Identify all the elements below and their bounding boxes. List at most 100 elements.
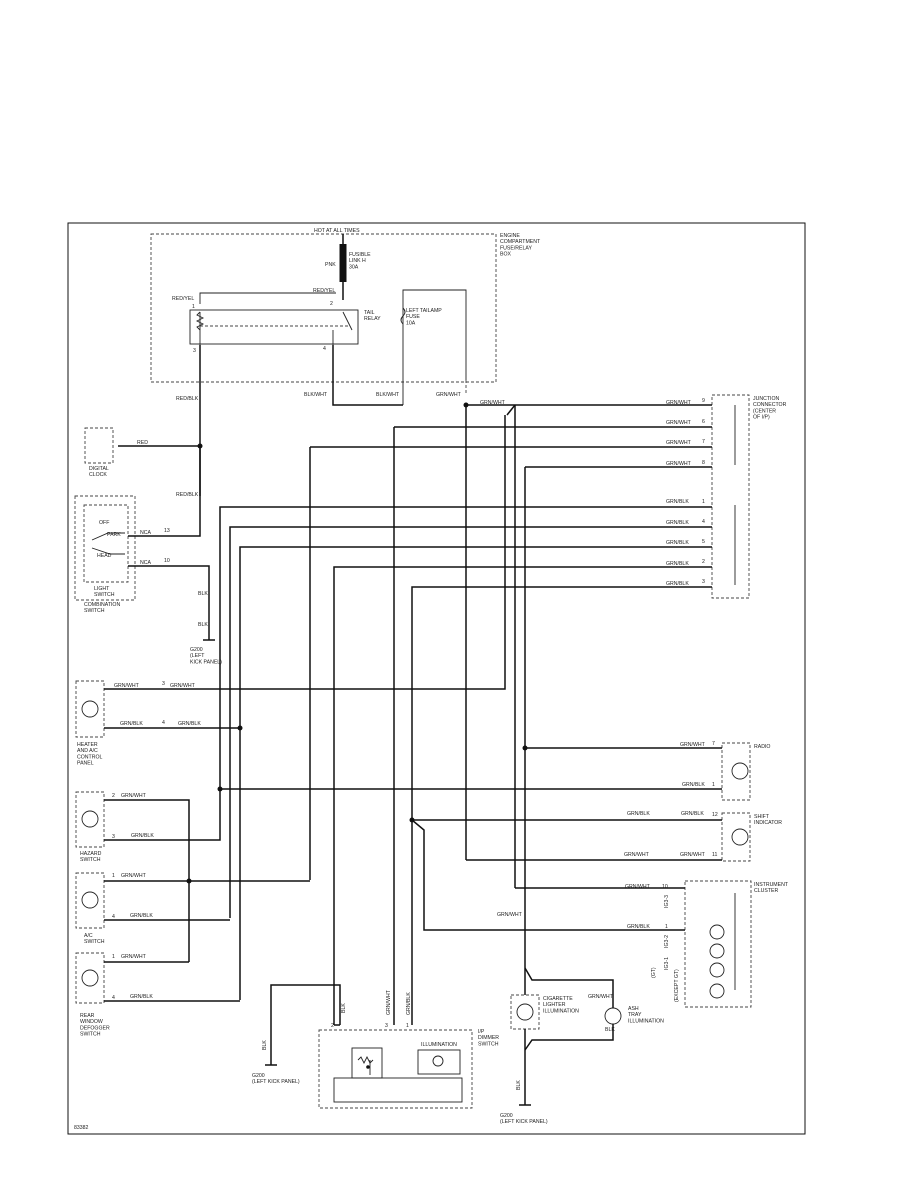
relay-pin-2: 2 <box>330 301 333 307</box>
hot-at-all-times-label: HOT AT ALL TIMES <box>314 228 360 234</box>
cluster-note-except-gt: (EXCEPT GT) <box>674 969 680 1002</box>
wire-label-jc-7: GRN/WHT <box>666 440 692 446</box>
ac-pin-4: 4 <box>112 914 115 920</box>
wire-label-shift-11b: GRN/WHT <box>680 852 706 858</box>
wire-label-shift-12b: GRN/BLK <box>681 811 704 817</box>
jc-top-wires: 9 6 7 8 GRN/WHT GRN/WHT GRN/WHT GRN/WHT … <box>436 392 705 467</box>
wire-label-jc-3: GRN/BLK <box>666 581 689 587</box>
jc-pin-5: 5 <box>702 539 705 545</box>
ground-g200-bottom-left: G200(LEFT KICK PANEL) <box>252 1073 300 1085</box>
hazard-pin-3: 3 <box>112 834 115 840</box>
dimmer-pin-1: 1 <box>406 1023 409 1029</box>
heater-pin-3: 3 <box>162 681 165 687</box>
wire-label-shift-12a: GRN/BLK <box>627 811 650 817</box>
fusible-link <box>339 244 347 282</box>
wire-label-blk-g200-left: BLK <box>262 1040 268 1050</box>
wire-label-cluster-10: GRN/WHT <box>625 884 651 890</box>
relay-pin-3: 3 <box>193 348 196 354</box>
shift-pin-12: 12 <box>712 812 718 818</box>
jc-bottom-wires: 1 4 5 2 3 GRN/BLK GRN/BLK GRN/BLK GRN/BL… <box>666 499 705 587</box>
illumination-label: ILLUMINATION <box>421 1042 457 1048</box>
jc-pin-7: 7 <box>702 439 705 445</box>
wire-label-red-yel-1: RED/YEL <box>172 296 194 302</box>
jc-pin-3: 3 <box>702 579 705 585</box>
wire-label-red-blk-1: RED/BLK <box>176 396 199 402</box>
ac-pin-1: 1 <box>112 873 115 879</box>
cluster-pin-1: 1 <box>665 924 668 930</box>
wire-label-jc-4: GRN/BLK <box>666 520 689 526</box>
wire-label-jc-1: GRN/BLK <box>666 499 689 505</box>
wire-label-shift-11a: GRN/WHT <box>624 852 650 858</box>
wire-label-ac-4: GRN/BLK <box>130 913 153 919</box>
wire-label-blk-1: BLK <box>198 591 208 597</box>
relay-pin-1: 1 <box>192 304 195 310</box>
wire-label-jc-6: GRN/WHT <box>666 420 692 426</box>
dimmer-pin-2: 2 <box>331 1023 334 1029</box>
jc-pin-1: 1 <box>702 499 705 505</box>
radio: RADIO 7 1 GRN/WHT GRN/BLK <box>680 741 770 801</box>
jc-pin-6: 6 <box>702 419 705 425</box>
wire-label-blk-wht-1: BLK/WHT <box>304 392 328 398</box>
light-switch-head: HEAD <box>97 553 112 559</box>
wire-label-radio-1: GRN/BLK <box>682 782 705 788</box>
wire-label-ash-tray: GRN/WHT <box>588 994 614 1000</box>
wire-label-nca-2: NCA <box>140 560 151 566</box>
jc-pin-9: 9 <box>702 398 705 404</box>
diagram-frame <box>67 222 806 1135</box>
wire-label-red-blk-2: RED/BLK <box>176 492 199 498</box>
heater-pin-4: 4 <box>162 720 165 726</box>
cluster-code-ig3-2: IG3-2 <box>664 935 670 948</box>
wire-label-blk-dimmer: BLK <box>341 1003 347 1013</box>
radio-pin-7: 7 <box>712 741 715 747</box>
wire-label-red: RED <box>137 440 148 446</box>
light-switch-park: PARK <box>107 532 121 538</box>
wire-label-fuse-out: GRN/WHT <box>436 392 462 398</box>
shift-pin-11: 11 <box>712 852 717 858</box>
defog-pin-1: 1 <box>112 954 115 960</box>
cluster-pin-10: 10 <box>662 884 668 890</box>
defog-pin-4: 4 <box>112 995 115 1001</box>
wire-label-grn-wht-dimmer: GRN/WHT <box>386 989 392 1015</box>
jc-pin-4: 4 <box>702 519 705 525</box>
radio-pin-1: 1 <box>712 782 715 788</box>
wire-label-pnk: PNK <box>325 262 336 268</box>
cluster-note-gt: (GT) <box>651 967 657 978</box>
taillamp-fuse <box>400 307 406 325</box>
wire-label-radio-7: GRN/WHT <box>680 742 706 748</box>
wire-label-blk-2: BLK <box>198 622 208 628</box>
light-switch-pin-13: 13 <box>164 528 170 534</box>
relay-pin-4: 4 <box>323 346 326 352</box>
wire-label-jc-2: GRN/BLK <box>666 561 689 567</box>
wire-label-heater-3b: GRN/WHT <box>170 683 196 689</box>
wire-label-heater-3a: GRN/WHT <box>114 683 140 689</box>
wire-label-heater-4b: GRN/BLK <box>178 721 201 727</box>
wire-label-cluster-branch: GRN/WHT <box>497 912 523 918</box>
jc-pin-8: 8 <box>702 460 705 466</box>
diagram-code: 83382 <box>74 1125 89 1131</box>
